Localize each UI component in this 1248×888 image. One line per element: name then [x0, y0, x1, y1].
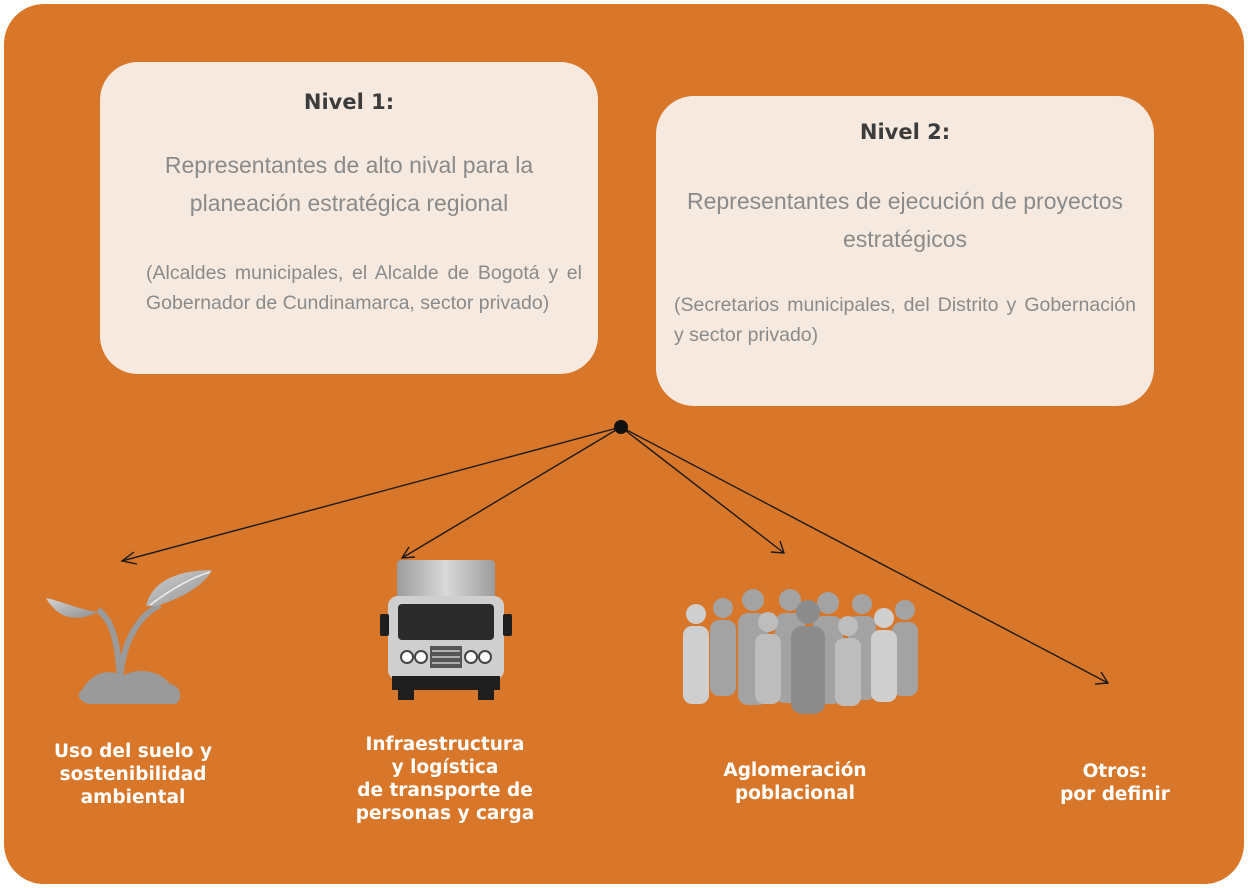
arrow-to-otros — [620, 426, 1109, 684]
label-line: poblacional — [734, 783, 856, 804]
arrowhead-aglomeracion — [770, 540, 785, 554]
label-line: Aglomeración — [723, 760, 867, 781]
arrow-to-infra — [401, 426, 622, 559]
nivel-2-box: Nivel 2: Representantes de ejecución de … — [656, 96, 1154, 406]
label-infraestructura: Infraestructura y logística de transport… — [330, 733, 560, 825]
nivel-2-members: (Secretarios municipales, del Distrito y… — [674, 294, 1136, 346]
nivel-1-title: Nivel 1: — [303, 90, 395, 114]
arrowhead-suelo — [120, 551, 138, 565]
arrowhead-otros — [1094, 671, 1110, 685]
label-line: de transporte de — [357, 780, 533, 801]
truck-icon — [380, 560, 512, 700]
crowd-people-icon — [683, 589, 918, 714]
arrow-to-aglomeracion — [620, 426, 785, 554]
label-line: por definir — [1060, 784, 1170, 805]
nivel-1-members: (Alcaldes municipales, el Alcalde de Bog… — [146, 262, 582, 314]
label-line: sostenibilidad — [59, 764, 207, 785]
label-line: y logística — [391, 757, 499, 778]
label-otros: Otros: por definir — [1040, 760, 1190, 806]
label-uso-del-suelo: Uso del suelo y sostenibilidad ambiental — [28, 740, 238, 809]
label-line: ambiental — [80, 787, 186, 808]
arrowhead-infra — [400, 546, 416, 559]
label-aglomeracion: Aglomeración poblacional — [690, 759, 900, 805]
label-line: Uso del suelo y — [53, 741, 213, 762]
label-line: personas y carga — [355, 803, 535, 824]
arrow-to-suelo — [121, 426, 622, 562]
label-line: Infraestructura — [365, 734, 525, 755]
nivel-1-description: Representantes de alto nival para la pla… — [164, 152, 534, 216]
nivel-2-description: Representantes de ejecución de proyectos… — [686, 188, 1123, 252]
connector-arrows — [120, 426, 1110, 685]
hub-node — [614, 420, 628, 434]
nivel-2-title: Nivel 2: — [859, 120, 951, 144]
label-line: Otros: — [1082, 761, 1148, 782]
plant-sprout-icon — [46, 570, 212, 704]
nivel-1-box: Nivel 1: Representantes de alto nival pa… — [100, 62, 598, 374]
